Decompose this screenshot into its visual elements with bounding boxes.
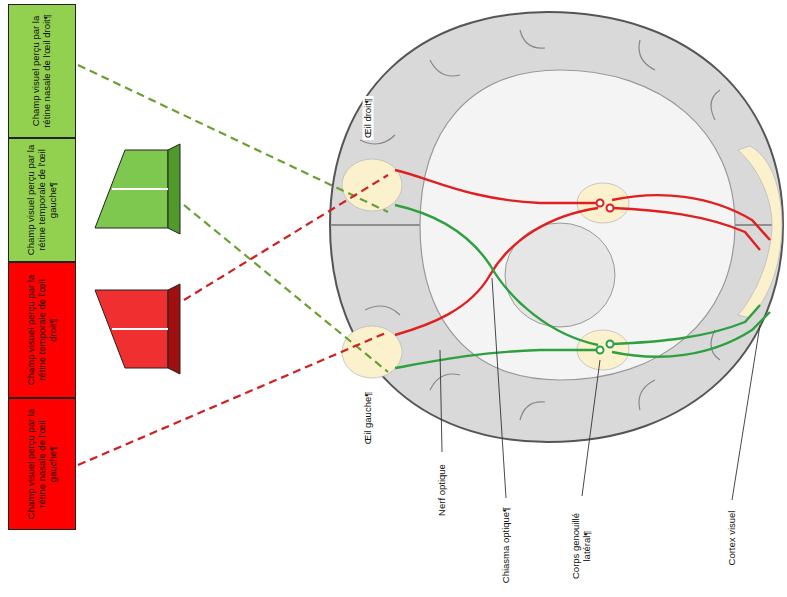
anatomy-label: Œil gauche¶ bbox=[363, 390, 374, 447]
dashed-link bbox=[78, 65, 388, 465]
visual-field-box: Champ visuel perçu par la rétine tempora… bbox=[8, 138, 76, 262]
anatomy-label: Œil droit¶ bbox=[363, 96, 374, 140]
red-synapse bbox=[597, 200, 614, 212]
white-matter bbox=[420, 70, 735, 380]
box-text: Champ visuel perçu par la rétine tempora… bbox=[26, 268, 59, 392]
visual-field-box: Champ visuel perçu par la rétine tempora… bbox=[8, 262, 76, 398]
red-visual-field bbox=[95, 284, 180, 374]
anatomy-label: Chiasma optique¶ bbox=[501, 505, 512, 585]
red-pathway bbox=[395, 170, 770, 335]
green-pathway bbox=[395, 205, 770, 368]
eye-left bbox=[342, 326, 402, 378]
visual-field-box: Champ visuel perçu par la rétine nasale … bbox=[8, 4, 76, 138]
eye-right bbox=[342, 159, 402, 211]
box-text: Champ visuel perçu par la rétine tempora… bbox=[26, 144, 59, 256]
box-text: Champ visuel perçu par la rétine nasale … bbox=[31, 10, 53, 132]
green-visual-field bbox=[95, 144, 180, 234]
brain-outline bbox=[330, 12, 783, 442]
visual-field-box: Champ visuel perçu par la rétine nasale … bbox=[8, 398, 76, 530]
box-text: Champ visuel perçu par la rétine nasale … bbox=[26, 404, 59, 524]
anatomy-label: Corps genouillé latéral¶ bbox=[571, 500, 593, 592]
green-synapse bbox=[597, 341, 614, 354]
leader-line bbox=[440, 278, 760, 500]
anatomy-label: Cortex visuel bbox=[727, 509, 738, 568]
anatomy-label: Nerf optique bbox=[437, 462, 448, 518]
